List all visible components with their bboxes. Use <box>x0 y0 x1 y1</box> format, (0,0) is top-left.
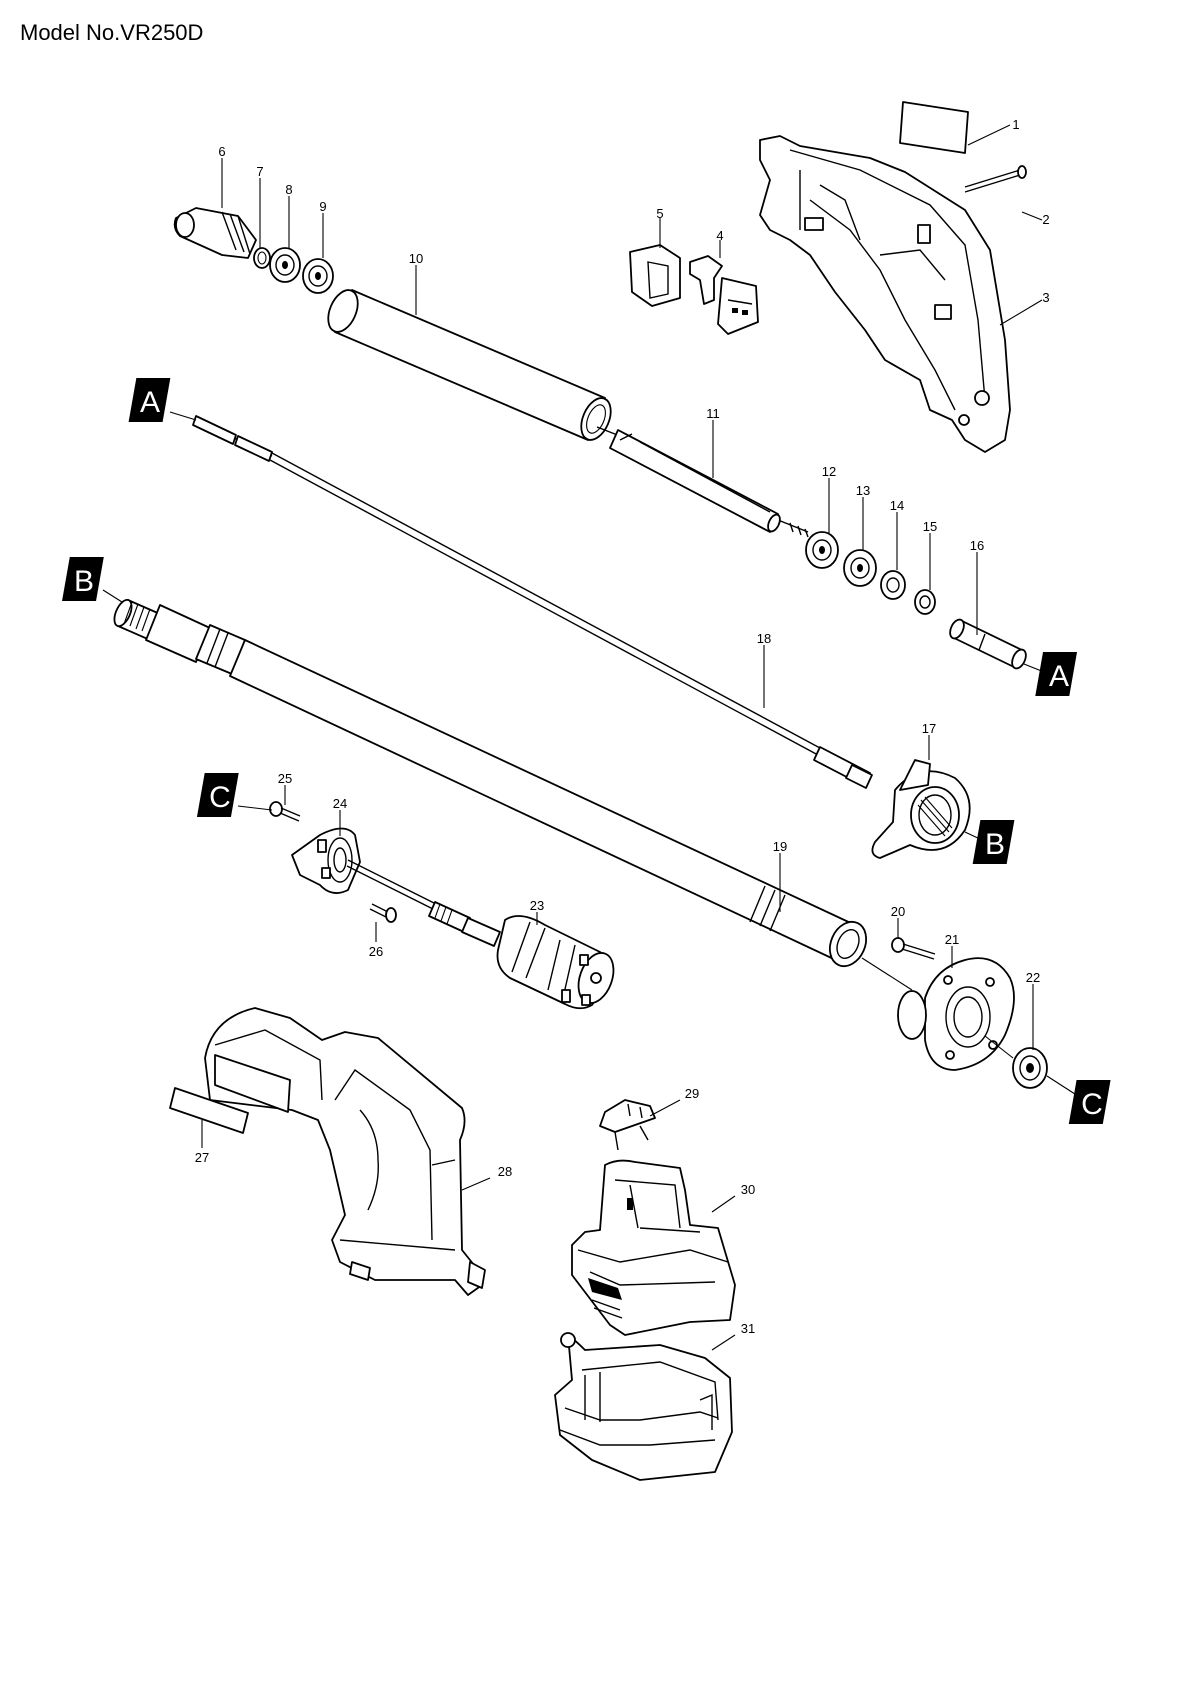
part-number-16: 16 <box>970 538 984 553</box>
part-number-30: 30 <box>741 1182 755 1197</box>
part-12-bearing[interactable] <box>805 531 839 569</box>
part-13-bearing[interactable] <box>843 549 877 587</box>
part-number-23: 23 <box>530 898 544 913</box>
part-15-washer[interactable] <box>914 589 936 615</box>
marker-b-left: B <box>62 557 104 601</box>
part-number-5: 5 <box>656 206 663 221</box>
svg-text:B: B <box>74 565 94 598</box>
part-22-bearing[interactable] <box>1012 1047 1048 1089</box>
part-number-19: 19 <box>773 839 787 854</box>
part-number-22: 22 <box>1026 970 1040 985</box>
part-number-21: 21 <box>945 932 959 947</box>
marker-connector-lines <box>102 411 1079 1097</box>
marker-a-left: A <box>128 378 171 422</box>
part-4-switch[interactable] <box>689 255 759 335</box>
part-number-13: 13 <box>856 483 870 498</box>
part-number-labels: 1 2 3 4 5 6 7 8 9 10 11 12 13 14 15 16 1… <box>195 117 1050 1336</box>
part-26-screw[interactable] <box>369 903 397 923</box>
part-29-battery-clip[interactable] <box>599 1099 656 1151</box>
part-number-6: 6 <box>218 144 225 159</box>
part-10-pipe[interactable] <box>322 286 616 445</box>
part-number-2: 2 <box>1042 212 1049 227</box>
part-number-27: 27 <box>195 1150 209 1165</box>
marker-a-right: A <box>1035 652 1078 696</box>
svg-text:C: C <box>1081 1088 1103 1121</box>
part-number-25: 25 <box>278 771 292 786</box>
part-number-12: 12 <box>822 464 836 479</box>
part-27-label[interactable] <box>169 1087 249 1134</box>
part-21-flange[interactable] <box>897 957 1015 1071</box>
marker-c-right: C <box>1068 1080 1111 1124</box>
part-number-9: 9 <box>319 199 326 214</box>
part-14-washer[interactable] <box>880 570 906 600</box>
part-3-housing-cover[interactable] <box>759 135 1011 453</box>
part-number-8: 8 <box>285 182 292 197</box>
part-5-switch-cap[interactable] <box>629 244 681 307</box>
leader-lines <box>201 124 1043 1351</box>
part-number-29: 29 <box>685 1086 699 1101</box>
part-number-24: 24 <box>333 796 347 811</box>
part-11-spindle[interactable] <box>596 426 809 538</box>
model-number-title: Model No.VR250D <box>20 20 204 45</box>
part-23-motor[interactable] <box>346 859 620 1010</box>
part-8-bearing[interactable] <box>269 247 301 283</box>
part-number-11: 11 <box>706 406 720 421</box>
part-16-sleeve[interactable] <box>947 617 1028 670</box>
part-number-26: 26 <box>369 944 383 959</box>
part-19-tube[interactable] <box>111 597 873 972</box>
part-25-screw[interactable] <box>269 801 301 822</box>
svg-text:A: A <box>1049 660 1069 693</box>
part-28-main-housing[interactable] <box>204 1007 486 1296</box>
part-7-ring[interactable] <box>253 247 271 269</box>
svg-text:B: B <box>985 828 1005 861</box>
part-31-battery-cover[interactable] <box>554 1332 733 1481</box>
part-number-14: 14 <box>890 498 904 513</box>
part-number-17: 17 <box>922 721 936 736</box>
part-number-31: 31 <box>741 1321 755 1336</box>
part-number-1: 1 <box>1012 117 1019 132</box>
part-number-7: 7 <box>256 164 263 179</box>
part-1-label[interactable] <box>899 101 969 154</box>
marker-c-left: C <box>196 773 239 817</box>
part-20-screw[interactable] <box>891 937 936 960</box>
part-number-20: 20 <box>891 904 905 919</box>
part-number-28: 28 <box>498 1164 512 1179</box>
part-9-bearing[interactable] <box>302 258 334 294</box>
part-number-18: 18 <box>757 631 771 646</box>
part-30-battery[interactable] <box>571 1159 736 1336</box>
part-number-3: 3 <box>1042 290 1049 305</box>
part-17-nut[interactable] <box>871 759 971 859</box>
part-18-shaft[interactable] <box>192 415 873 789</box>
part-number-10: 10 <box>409 251 423 266</box>
part-2-screw[interactable] <box>964 165 1027 193</box>
part-number-4: 4 <box>716 228 723 243</box>
marker-b-right: B <box>972 820 1015 864</box>
svg-text:A: A <box>140 386 160 419</box>
part-number-15: 15 <box>923 519 937 534</box>
svg-text:C: C <box>209 781 231 814</box>
part-6-chuck[interactable] <box>173 207 257 259</box>
part-24-motor-bracket[interactable] <box>291 827 361 894</box>
